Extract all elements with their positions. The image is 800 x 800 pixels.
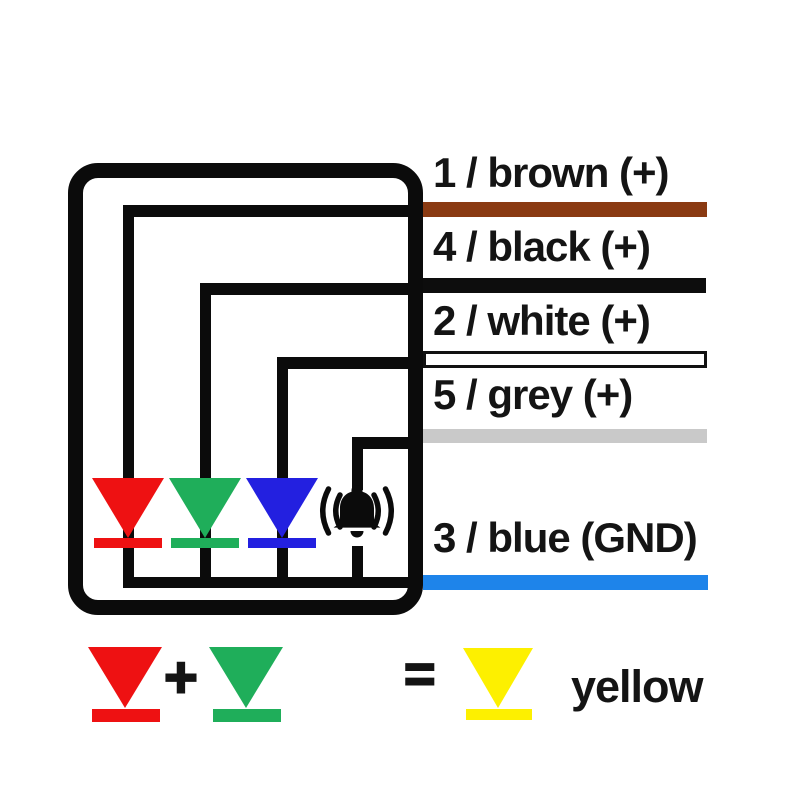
trace-buzzer-bottom-vertical xyxy=(352,546,363,588)
wire-label-pin1: 1 / brown (+) xyxy=(433,149,670,196)
wire-label-pin3: 3 / blue (GND) xyxy=(433,514,698,561)
wire-label-pin5: 5 / grey (+) xyxy=(433,371,633,418)
wire-grey xyxy=(423,429,707,443)
legend-yellow-led-icon xyxy=(463,648,533,708)
trace-ground-bus xyxy=(123,577,415,588)
legend-red-led-icon xyxy=(88,647,162,708)
green-led-icon xyxy=(169,478,241,538)
legend-green-led-icon xyxy=(209,647,283,708)
legend-result-label: yellow xyxy=(571,661,704,712)
trace-buzzer-top-vertical xyxy=(352,437,363,490)
trace-pin1-horizontal xyxy=(123,205,415,217)
legend-equals-operator: = xyxy=(403,644,437,704)
trace-red-led-vertical xyxy=(123,205,134,588)
wire-white xyxy=(423,351,707,368)
wire-blue xyxy=(423,575,708,590)
legend-yellow-cathode-bar xyxy=(466,709,532,720)
blue-led-icon xyxy=(246,478,318,538)
green-led-cathode-bar xyxy=(171,538,239,548)
blue-led-cathode-bar xyxy=(248,538,316,548)
wire-black xyxy=(423,278,706,293)
trace-blue-led-vertical xyxy=(277,357,288,588)
legend-green-cathode-bar xyxy=(213,709,281,722)
wire-label-pin4: 4 / black (+) xyxy=(433,223,651,270)
wire-brown xyxy=(423,202,707,217)
legend-red-cathode-bar xyxy=(92,709,160,722)
trace-green-led-vertical xyxy=(200,283,211,588)
wire-label-pin2: 2 / white (+) xyxy=(433,297,651,344)
trace-pin2-horizontal xyxy=(277,357,415,369)
red-led-cathode-bar xyxy=(94,538,162,548)
red-led-icon xyxy=(92,478,164,538)
trace-pin4-horizontal xyxy=(200,283,415,295)
legend-plus-operator: + xyxy=(163,645,199,710)
trace-pin5-horizontal xyxy=(352,437,415,449)
buzzer-bell-icon xyxy=(320,485,394,538)
